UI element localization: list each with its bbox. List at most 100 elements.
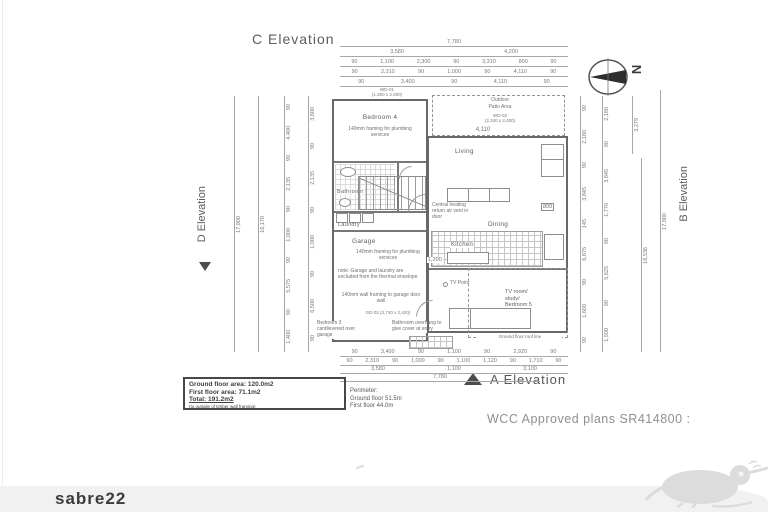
dimension-label: 1,400 — [285, 330, 292, 345]
patio-outline — [432, 95, 565, 136]
partition-kitchen-tvroom — [429, 268, 566, 270]
dimension-label: 2,920 — [513, 348, 528, 355]
dimension-label: 3,580 — [390, 48, 404, 55]
room-label-kitchen: Kitchen — [450, 242, 475, 248]
dimension-label: 1,000 — [285, 227, 292, 242]
dimension-label: 3,845 — [603, 168, 610, 183]
dimension-label: 90 — [285, 154, 292, 162]
dimension-label: 90 — [417, 348, 424, 355]
dimension-label: 90 — [543, 78, 550, 85]
room-label-bedroom4: Bedroom 4 — [362, 114, 398, 121]
bed-pillow-divider — [470, 308, 471, 329]
dimension-col-left-2: 16,170 — [258, 96, 268, 352]
dimension-label: 2,135 — [309, 171, 316, 185]
dimension-label: 2,310 — [365, 357, 380, 364]
room-label-patio-line1: Outdoor — [490, 97, 510, 103]
watermark-username: sabre22 — [55, 489, 127, 508]
dimension-label: 145 — [581, 219, 588, 229]
dimension-label: 1,100 — [447, 365, 461, 372]
dimension-col-right-overall: 17,800 — [660, 90, 670, 352]
dimension-label: 2,135 — [285, 176, 292, 191]
dimension-label: 90 — [437, 357, 444, 364]
tvroom-line2: study/ — [505, 295, 520, 302]
room-label-living: Living — [455, 148, 474, 155]
kiwi-bird-icon — [644, 460, 768, 508]
dimension-label: 90 — [581, 279, 588, 286]
dimension-label: 2,300 — [416, 58, 431, 65]
window-tag-wd01-size: (1,200 x 2,000) — [371, 91, 403, 97]
toilet-icon — [339, 198, 351, 207]
dimension-row-top-overall: 7,780 — [340, 38, 568, 47]
basin-icon — [340, 167, 356, 177]
dimension-label: 90 — [309, 334, 316, 341]
dimension-label: 2,310 — [380, 68, 395, 75]
dimension-label: 90 — [309, 142, 316, 149]
dimension-label: 90 — [509, 357, 516, 364]
dimension-label: 90 — [346, 357, 353, 364]
area-measurement-note: (to outside of timber wall framing) — [189, 403, 256, 409]
scan-artifact — [355, 464, 365, 470]
dimension-label: 90 — [550, 348, 557, 355]
dimension-label: 3,600 — [309, 107, 316, 121]
council-approval-text: WCC Approved plans SR414800 : — [487, 412, 691, 426]
dimension-label: 1,120 — [483, 357, 497, 364]
sofa-divider-2 — [489, 188, 490, 202]
dimension-label: 1,000 — [447, 68, 462, 75]
dimension-label: 90 — [351, 68, 358, 75]
armchair-icon — [541, 144, 564, 177]
partition-laundry — [334, 230, 426, 232]
note-garage-framing: 140mm framing for plumbing services — [356, 249, 420, 261]
elevation-label-c: C Elevation — [252, 31, 335, 47]
dimension-label: 1,100 — [447, 348, 461, 355]
dimension-label: 16,170 — [259, 215, 266, 233]
dimension-label: 90 — [451, 78, 458, 85]
dimension-label: 5,625 — [603, 265, 610, 280]
partition-bathroom — [334, 211, 426, 213]
perimeter-note: Perimeter: Ground floor 51.5m First floo… — [350, 388, 402, 411]
dimension-label: 1,000 — [410, 357, 425, 364]
dimension-label: 1,500 — [603, 327, 610, 342]
dimension-label: 90 — [603, 141, 610, 148]
dimension-label: 5,575 — [285, 279, 292, 293]
note-garage-door-framing: 140mm wall framing to garage door wall — [341, 292, 421, 304]
note-bedroom4-framing: 140mm framing for plumbing services — [348, 126, 412, 138]
dimension-label: 90 — [581, 105, 588, 112]
door-arc-bathroom — [399, 166, 412, 179]
dimension-kitchen-left: 1,200 — [427, 257, 443, 263]
note-bathroom-overhang: Bathroom overhang to give cover at entry — [392, 320, 444, 333]
garage-door-size: (2,740 x 2,420) — [380, 310, 411, 315]
dimension-label: 4,200 — [504, 48, 518, 55]
dimension-label: 3,845 — [581, 187, 588, 201]
garage-door-code: GD-02 — [365, 310, 379, 315]
dimension-label: 1,600 — [581, 304, 588, 318]
laundry-tub-icon — [336, 213, 348, 223]
dimension-label: 17,800 — [235, 215, 242, 233]
dryer-icon — [362, 213, 374, 223]
dimension-label: 90 — [358, 78, 365, 85]
room-label-patio-line2: Patio Area — [488, 104, 512, 110]
dimension-label: 4,400 — [285, 125, 292, 140]
dimension-label: 90 — [484, 348, 491, 355]
tv-point-icon — [443, 282, 448, 287]
dimension-label: 3,400 — [400, 78, 415, 85]
label-tv-point: TV Point — [450, 280, 470, 286]
dimension-label: 2,180 — [581, 129, 588, 144]
dimension-label: 90 — [453, 58, 460, 65]
dimension-label: 2,180 — [603, 106, 610, 121]
elevation-d-arrow-icon — [199, 262, 211, 271]
kitchen-island-icon — [447, 252, 489, 264]
watermark-band — [0, 486, 768, 512]
north-compass-icon — [588, 58, 628, 96]
dimension-label: 90 — [285, 308, 292, 315]
elevation-label-a: A Elevation — [490, 372, 567, 387]
window-tag-wd02-size: (2,340 x 2,400) — [484, 117, 516, 123]
total-area: Total: 191.2m2 — [189, 396, 234, 404]
dimension-col-right-4: 16,536 — [641, 158, 651, 352]
